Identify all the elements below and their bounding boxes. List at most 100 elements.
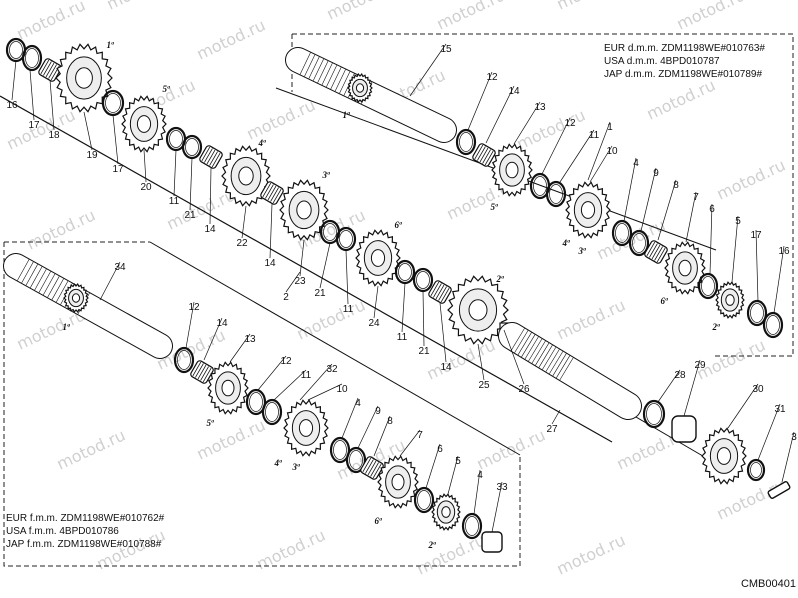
leader-line-30: [727, 383, 759, 429]
watermark-text: motod.ru: [424, 335, 499, 383]
leader-line-9: [640, 167, 657, 232]
part-number-7: 7: [693, 192, 699, 203]
bearing-14-bottom: [190, 360, 214, 384]
part-number-4: 4: [477, 470, 483, 481]
part-number-19: 19: [86, 150, 98, 161]
part-number-22: 22: [236, 238, 248, 249]
top-box-line-jap: JAP d.m.m. ZDM1198WE#010789#: [604, 69, 763, 80]
gear-ratio-label: 4ª: [274, 458, 283, 468]
leader-line-11: [401, 282, 406, 333]
bearing-8-top: [644, 240, 668, 264]
part-number-11: 11: [343, 304, 354, 315]
ring-12-bottom: [245, 388, 267, 416]
bearing-14-c: [428, 280, 452, 304]
washer-21-a: [181, 134, 203, 160]
ring-4-bottom-b: [461, 512, 483, 540]
watermark-text: motod.ru: [644, 75, 719, 123]
leader-line-10: [307, 383, 343, 401]
gear-5-second-top: [715, 281, 745, 319]
gear-ratio-label: 2ª: [712, 322, 721, 332]
watermark-text: motod.ru: [714, 155, 789, 203]
leader-line-16: [11, 59, 17, 101]
leader-line-11: [559, 129, 595, 183]
gear-ratio-label: 6ª: [661, 296, 669, 306]
leader-line-14: [209, 167, 212, 225]
part-number-14: 14: [508, 86, 520, 97]
part-number-17: 17: [28, 120, 40, 131]
ring-4-top: [611, 219, 633, 247]
gear-ratio-label: 5ª: [163, 84, 171, 94]
leader-line-14: [485, 85, 515, 144]
leader-line-28: [657, 369, 681, 403]
leader-line-10: [589, 145, 613, 183]
bottom-shaft-axis: [149, 241, 521, 456]
gear-ratio-label: 2ª: [496, 274, 505, 284]
part-number-3: 3: [791, 432, 797, 443]
watermark-text: motod.ru: [4, 105, 79, 153]
part-number-5: 5: [455, 456, 461, 467]
leader-line-20: [143, 149, 147, 183]
part-number-7: 7: [417, 430, 423, 441]
gear-13-fifth-bottom: [207, 361, 249, 415]
leader-line-29: [683, 359, 701, 417]
ring-6-top: [697, 272, 719, 300]
leader-line-34: [99, 261, 121, 301]
gear-ratio-label: 1ª: [343, 110, 351, 120]
ring-9-bottom: [345, 446, 367, 474]
gear-ratio-label: 5ª: [491, 202, 499, 212]
watermark-text: motod.ru: [194, 15, 269, 63]
part-number-33: 33: [496, 482, 508, 493]
part-number-21: 21: [418, 346, 430, 357]
leader-line-7: [399, 429, 421, 457]
gear-19-first: [55, 43, 113, 113]
watermark-text: motod.ru: [104, 0, 179, 14]
top-box-applicability: EUR d.m.m. ZDM1198WE#010763# USA d.m.m. …: [604, 42, 765, 81]
leader-line-21: [319, 242, 331, 289]
part-number-15: 15: [440, 44, 452, 55]
leader-line-11: [345, 249, 349, 305]
watermark-text: motod.ru: [294, 295, 369, 343]
part-number-12: 12: [564, 118, 576, 129]
part-number-11: 11: [169, 196, 180, 207]
part-number-11: 11: [397, 332, 408, 343]
part-number-6: 6: [437, 444, 443, 455]
gear-ratio-label: 3ª: [578, 246, 587, 256]
ring-11-bottom: [261, 398, 283, 426]
gear-7-sixth-bottom: [377, 455, 419, 509]
leader-line-24: [373, 285, 379, 319]
part-number-34: 34: [114, 262, 126, 273]
gear-10-fourth-third-bottom: [283, 399, 329, 457]
leader-line-17: [29, 69, 35, 121]
bearing-14-a: [199, 145, 223, 169]
leader-line-17: [755, 229, 759, 302]
gear-22-fourth: [221, 145, 271, 207]
leader-line-13: [229, 333, 251, 363]
part-number-4: 4: [633, 158, 639, 169]
gear-24-sixth: [355, 229, 401, 287]
watermark-text: motod.ru: [24, 205, 99, 253]
part-number-30: 30: [752, 384, 764, 395]
gear-ratio-label: 4ª: [562, 238, 571, 248]
shaft-15-first-gear: [347, 73, 373, 103]
gear-7-sixth-top: [664, 241, 706, 295]
leader-line-6: [709, 203, 713, 275]
gear-ratio-label: 3ª: [322, 170, 331, 180]
bottom-box-line-jap: JAP f.m.m. ZDM1198WE#010788#: [6, 539, 162, 550]
leader-line-8: [373, 415, 391, 457]
part-number-27: 27: [546, 424, 558, 435]
part-number-26: 26: [518, 384, 530, 395]
part-number-14: 14: [440, 362, 452, 373]
watermark-text: motod.ru: [194, 415, 269, 463]
gear-ratio-label: 3ª: [292, 462, 301, 472]
bearing-8-bottom: [360, 456, 384, 480]
washer-17-top: [746, 299, 768, 327]
ring-6-bottom: [413, 486, 435, 514]
gear-ratio-label: 6ª: [395, 220, 403, 230]
washer-21-c: [412, 267, 434, 293]
ring-11-top: [545, 180, 567, 208]
gear-ratio-label: 2ª: [428, 540, 437, 550]
spacer-29: [671, 415, 697, 443]
part-number-14: 14: [264, 258, 276, 269]
bottom-box-applicability: EUR f.m.m. ZDM1198WE#010762# USA f.m.m. …: [6, 512, 164, 551]
part-number-21: 21: [184, 210, 196, 221]
